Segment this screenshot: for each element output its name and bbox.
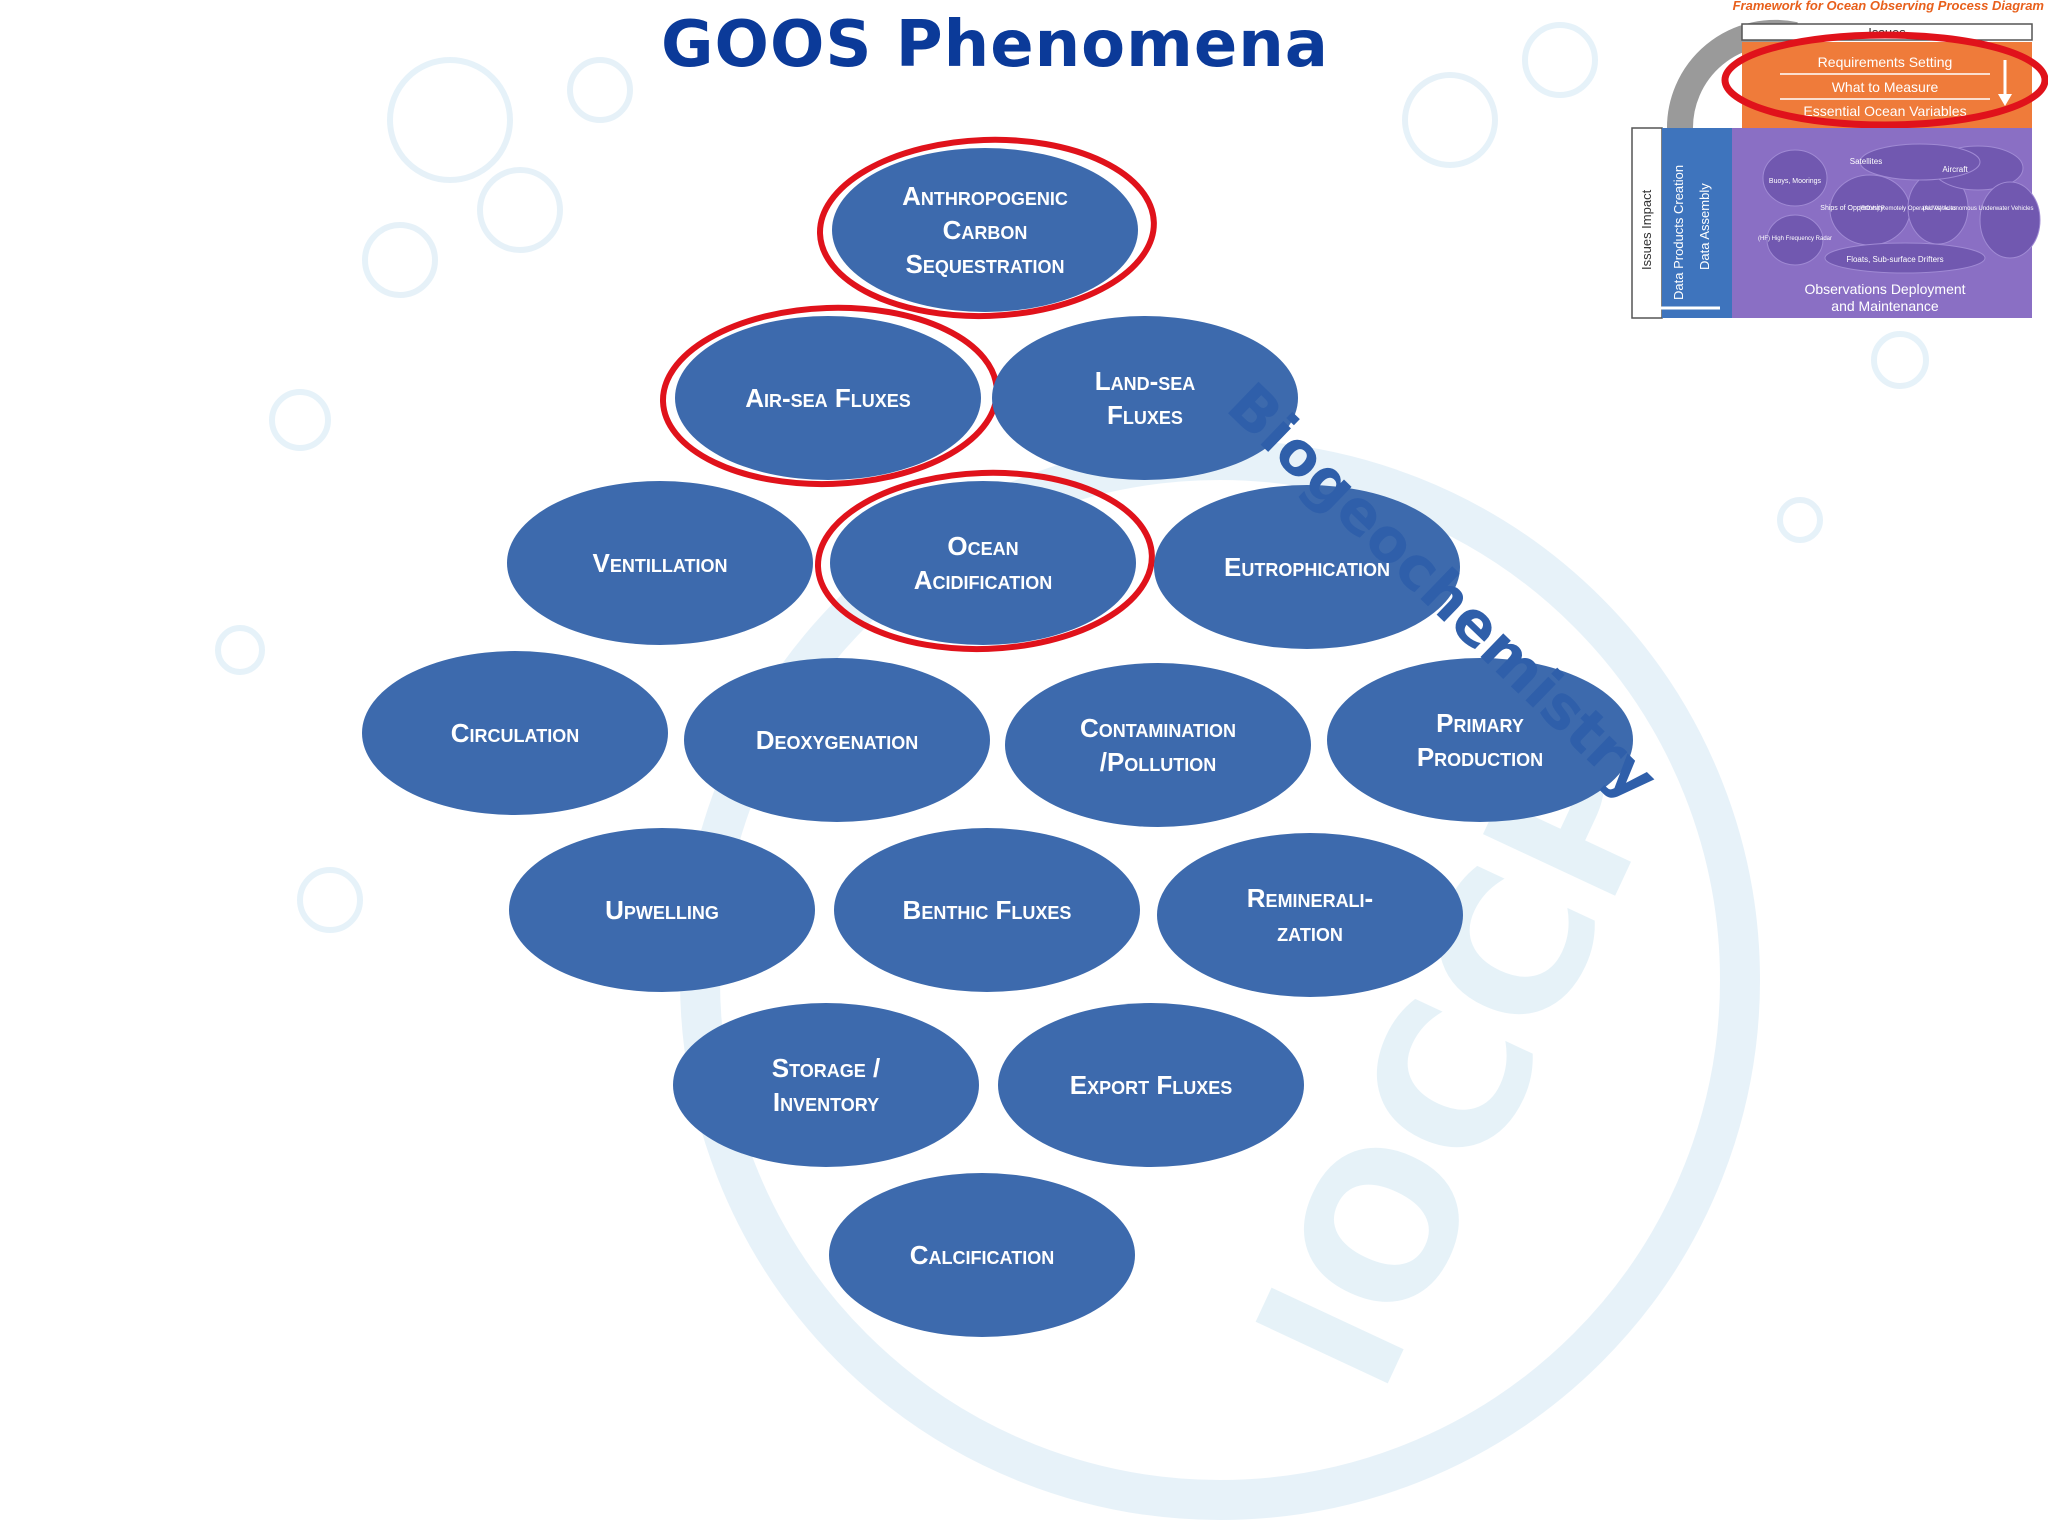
phenomenon-ellipse <box>673 1003 979 1167</box>
phenomenon-label-line: Contamination <box>1080 713 1236 743</box>
issues-impact-bar <box>1631 127 1663 319</box>
highlight-ring <box>817 136 1157 320</box>
phenomenon-contamination-pollution: Contamination/Pollution <box>1005 663 1311 827</box>
phenomenon-air-sea-fluxes: Air-sea Fluxes <box>660 304 1000 488</box>
phenomenon-label-line: Benthic Fluxes <box>903 895 1072 925</box>
phenomenon-ellipse <box>1327 658 1633 822</box>
platform-hf-radar: (HF) High Frequency Radar <box>1758 236 1832 242</box>
framework-caption: Framework for Ocean Observing Process Di… <box>1733 0 2045 13</box>
phenomenon-ellipse <box>1005 663 1311 827</box>
phenomenon-circulation: Circulation <box>362 651 668 815</box>
framework-data-products: Data Products Creation <box>1671 165 1686 300</box>
observations-line-2: and Maintenance <box>1831 298 1939 314</box>
page-title: GOOS Phenomena <box>661 8 1329 82</box>
phenomenon-deoxygenation: Deoxygenation <box>684 658 990 822</box>
platform-aircraft: Aircraft <box>1942 165 1968 174</box>
phenomenon-label-line: Deoxygenation <box>756 725 918 755</box>
phenomenon-ellipse <box>507 481 813 645</box>
phenomenon-ellipse <box>829 1173 1135 1337</box>
phenomenon-label-line: zation <box>1277 917 1343 947</box>
phenomenon-label-line: Ventillation <box>593 548 728 578</box>
framework-issues-impact: Issues Impact <box>1639 189 1654 270</box>
phenomenon-label-line: Ocean <box>947 531 1018 561</box>
platform-satellites: Satellites <box>1850 157 1882 166</box>
framework-data-assembly: Data Assembly <box>1697 183 1712 270</box>
observations-line-1: Observations Deployment <box>1804 281 1965 297</box>
requirements-line-1: Requirements Setting <box>1818 54 1953 70</box>
phenomenon-ellipse <box>509 828 815 992</box>
platform-auvs: (AUVs) Autonomous Underwater Vehicles <box>1922 206 2033 212</box>
requirements-line-3: Essential Ocean Variables <box>1803 103 1966 119</box>
phenomenon-label-line: Land-sea <box>1095 366 1196 396</box>
phenomenon-label-line: Eutrophication <box>1224 552 1390 582</box>
phenomenon-label-line: Upwelling <box>605 895 719 925</box>
data-column <box>1662 128 1732 318</box>
phenomenon-label-line: Inventory <box>773 1087 879 1117</box>
phenomenon-label-line: Storage / <box>772 1053 880 1083</box>
phenomenon-ventillation: Ventillation <box>507 481 813 645</box>
phenomenon-ellipse <box>1154 485 1460 649</box>
phenomenon-ellipse <box>834 828 1140 992</box>
platform-ships: Ships of Opportunity <box>1820 205 1884 212</box>
phenomenon-ellipse <box>992 316 1298 480</box>
phenomenon-label-line: Air-sea Fluxes <box>745 383 911 413</box>
phenomenon-reminerali-zation: Reminerali-zation <box>1157 833 1463 997</box>
phenomenon-ellipse <box>362 651 668 815</box>
phenomenon-ellipse <box>830 481 1136 645</box>
phenomenon-ellipse <box>1157 833 1463 997</box>
phenomenon-label-line: Production <box>1417 742 1543 772</box>
platform-buoys: Buoys, Moorings <box>1769 178 1822 185</box>
highlight-ring <box>815 469 1155 653</box>
phenomenon-ellipse <box>998 1003 1304 1167</box>
phenomenon-label-line: Sequestration <box>905 249 1064 279</box>
phenomenon-export-fluxes: Export Fluxes <box>998 1003 1304 1167</box>
phenomenon-label-line: Carbon <box>943 215 1028 245</box>
phenomenon-calcification: Calcification <box>829 1173 1135 1337</box>
phenomenon-label-line: /Pollution <box>1100 747 1217 777</box>
phenomenon-label-line: Fluxes <box>1107 400 1183 430</box>
phenomenon-benthic-fluxes: Benthic Fluxes <box>834 828 1140 992</box>
phenomenon-upwelling: Upwelling <box>509 828 815 992</box>
phenomenon-label-line: Reminerali- <box>1247 883 1373 913</box>
phenomenon-label-line: Acidification <box>914 565 1052 595</box>
framework-diagram-thumbnail: Framework for Ocean Observing Process Di… <box>1631 0 2048 319</box>
phenomenon-ellipse <box>675 316 981 480</box>
phenomenon-ellipse <box>832 148 1138 312</box>
phenomenon-label-line: Primary <box>1436 708 1524 738</box>
requirements-line-2: What to Measure <box>1832 79 1939 95</box>
phenomenon-label-line: Export Fluxes <box>1070 1070 1232 1100</box>
phenomenon-ellipse <box>684 658 990 822</box>
phenomenon-label-line: Anthropogenic <box>902 181 1068 211</box>
platform-floats: Floats, Sub-surface Drifters <box>1846 255 1943 264</box>
phenomenon-label-line: Calcification <box>910 1240 1054 1270</box>
requirements-highlight-ring <box>1721 31 2048 129</box>
phenomenon-label-line: Circulation <box>451 718 579 748</box>
platform-rovs: (ROVs) Remotely Operated Vehicles <box>1859 206 1957 212</box>
phenomenon-storage-inventory: Storage / Inventory <box>673 1003 979 1167</box>
phenomenon-eutrophication: Eutrophication <box>1154 485 1460 649</box>
